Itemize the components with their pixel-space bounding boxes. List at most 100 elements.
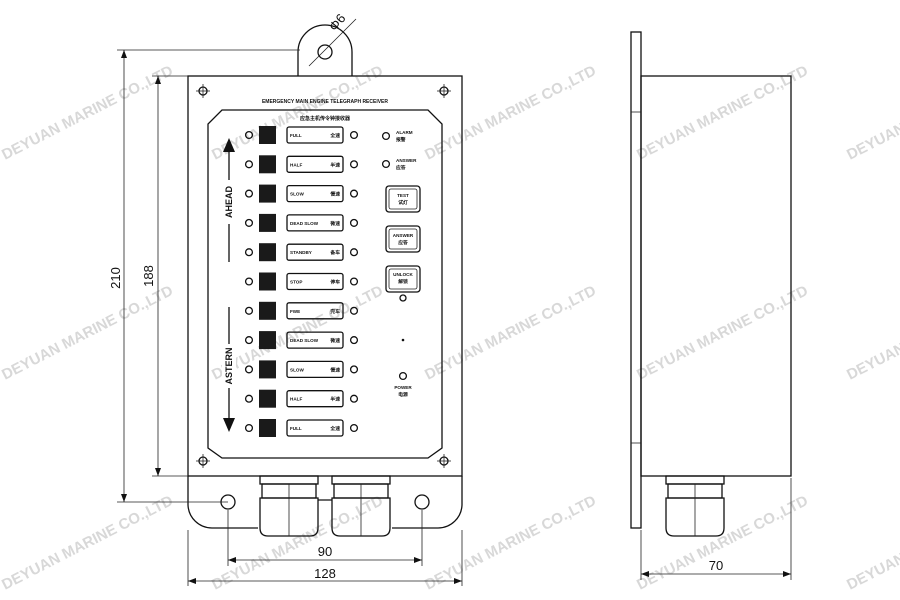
hole-diameter-label: Φ6 [326, 11, 349, 34]
corner-screw-br [437, 454, 451, 468]
power-lamp [398, 371, 408, 381]
dim-height-188: 188 [141, 265, 156, 287]
order-label-box [286, 126, 344, 144]
order-lamp-left [244, 189, 254, 198]
order-label-en: SLOW [290, 192, 304, 197]
order-label-cn: 备车 [329, 249, 340, 256]
power-label-en: POWER [394, 385, 412, 390]
order-button[interactable] [259, 155, 276, 174]
order-lamp-right [349, 306, 359, 315]
corner-screw-tl [196, 84, 210, 98]
order-lamp-left [244, 218, 254, 227]
order-button[interactable] [259, 419, 276, 437]
order-label-en: STOP [290, 280, 302, 285]
order-label-en: STANDBY [290, 250, 312, 255]
order-row[interactable]: STANDBY 备车 [244, 243, 359, 262]
order-button[interactable] [259, 272, 276, 291]
dim-depth-70: 70 [709, 558, 723, 573]
side-mounting-plate [630, 31, 642, 529]
order-label-box [286, 214, 344, 232]
watermark-text: DEYUAN MARINE CO.,LTD [0, 492, 176, 593]
order-lamp-left [244, 365, 254, 374]
order-label-cn: 慢速 [330, 191, 340, 198]
order-label-cn: 完车 [330, 308, 340, 315]
order-label-en: DEAD SLOW [290, 338, 319, 343]
unlock-lamp [399, 294, 407, 302]
control-panel-face [207, 109, 443, 459]
order-lamp-right [349, 248, 359, 257]
unlock-button-label-en: UNLOCK [393, 272, 413, 277]
order-label-box [286, 302, 344, 320]
test-button-label-cn: 试灯 [398, 199, 408, 206]
order-button[interactable] [259, 331, 276, 350]
power-indicator: POWER 电源 [394, 371, 412, 398]
order-lamp-right [349, 277, 359, 286]
order-label-box [286, 272, 344, 291]
unlock-button-label-cn: 解锁 [398, 278, 408, 285]
corner-screw-bl [196, 454, 210, 468]
order-button[interactable] [259, 243, 276, 262]
watermark-text: DEYUAN MARINE CO.,LTD [0, 62, 176, 163]
order-lamp-right [349, 423, 359, 433]
top-mounting-lug [297, 24, 353, 76]
answer-indicator-label-en: ANSWER [396, 158, 417, 163]
order-label-en: FULL [290, 133, 302, 138]
order-label-box [286, 390, 344, 408]
cable-gland-left [259, 475, 319, 537]
dim-height-210: 210 [108, 267, 123, 289]
order-lamp-right [349, 160, 359, 169]
order-button[interactable] [259, 184, 276, 203]
alarm-indicator: ALARM 报警 [381, 130, 413, 143]
order-label-cn: 半速 [330, 396, 340, 403]
watermark-text: DEYUAN MARINE CO.,LTD [422, 62, 599, 163]
order-row[interactable]: SLOW 慢速 [244, 184, 359, 203]
watermark-layer: DEYUAN MARINE CO.,LTD DEYUAN MARINE CO.,L… [0, 62, 900, 593]
order-lamp-right [349, 365, 359, 374]
answer-button[interactable]: ANSWER 应答 [385, 225, 421, 253]
order-row[interactable]: FULL 全速 [244, 126, 359, 144]
order-label-box [286, 155, 344, 173]
order-lamp-left [244, 130, 254, 140]
astern-arrow-icon [223, 418, 235, 432]
order-lamp-right [349, 218, 359, 227]
test-button-label-en: TEST [397, 193, 409, 198]
order-label-cn: 全速 [329, 132, 340, 139]
watermark-text: DEYUAN MARINE CO.,LTD [844, 282, 900, 383]
order-lamp-left [244, 160, 254, 169]
alarm-label-en: ALARM [396, 130, 413, 135]
dim-width-128: 128 [314, 566, 336, 581]
order-button[interactable] [259, 126, 276, 144]
test-button[interactable]: TEST 试灯 [385, 185, 421, 213]
order-label-box [286, 360, 344, 379]
order-label-en: FULL [290, 426, 302, 431]
order-label-box [286, 184, 344, 203]
order-button[interactable] [259, 301, 276, 320]
astern-label: ASTERN [224, 347, 234, 384]
order-lamp-right [349, 130, 359, 140]
order-button[interactable] [259, 213, 276, 232]
order-label-box [286, 243, 344, 261]
watermark-text: DEYUAN MARINE CO.,LTD [422, 492, 599, 593]
order-lamp-right [349, 394, 359, 403]
order-label-cn: 慢速 [330, 366, 340, 373]
cable-gland-right [331, 475, 391, 537]
watermark-text: DEYUAN MARINE CO.,LTD [209, 492, 386, 593]
order-button[interactable] [259, 360, 276, 379]
alarm-lamp [381, 131, 391, 141]
answer-indicator: ANSWER 应答 [381, 158, 417, 171]
watermark-text: DEYUAN MARINE CO.,LTD [844, 492, 900, 593]
dimension-lines: 210 188 90 128 [108, 49, 463, 586]
unlock-button[interactable]: UNLOCK 解锁 [385, 265, 421, 293]
order-button[interactable] [259, 389, 276, 408]
ahead-arrow-icon [223, 138, 235, 152]
panel-title-cn: 应急主机传令钟接收器 [300, 115, 351, 122]
